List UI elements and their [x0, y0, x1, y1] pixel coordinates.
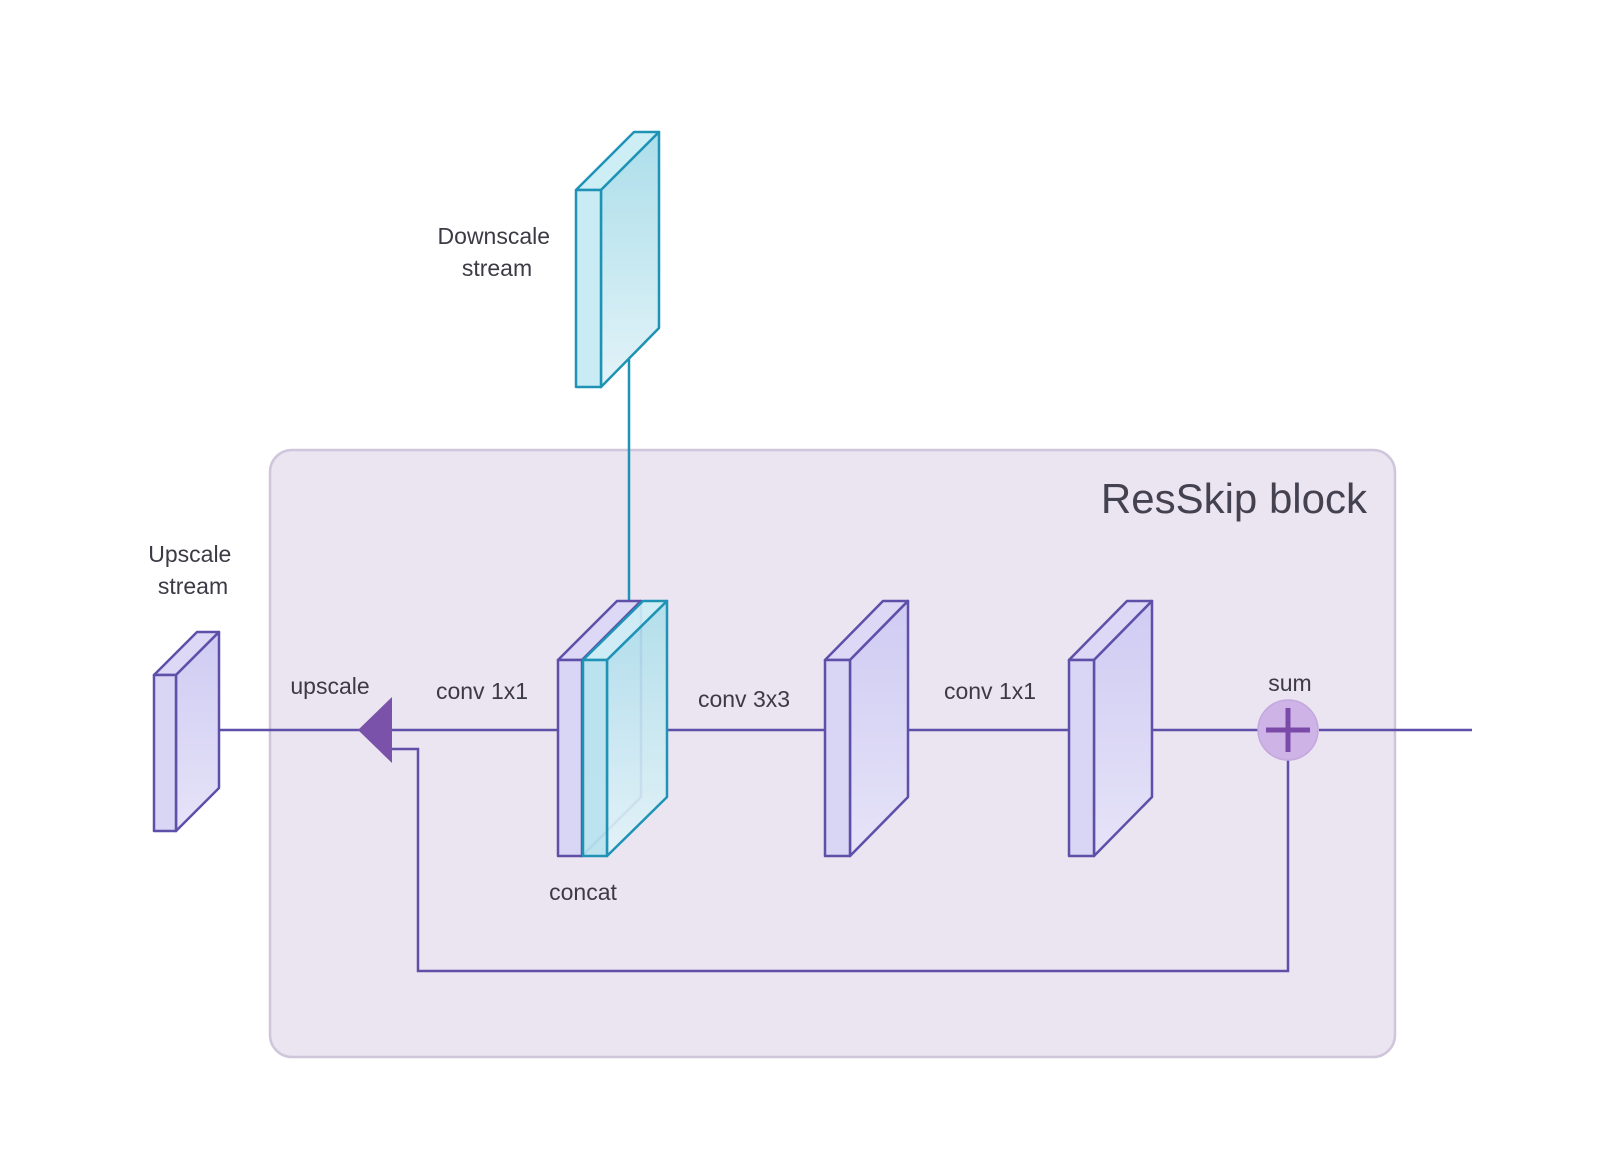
conv-1x1-right-label: conv 1x1 [944, 678, 1036, 704]
upscale-arrow-icon [358, 697, 392, 763]
upscale-op-label: upscale [290, 673, 369, 699]
concat-label: concat [549, 879, 617, 905]
conv1x1-layer [1067, 599, 1154, 858]
downscale-stream-layer [574, 130, 661, 389]
downscale-stream-label: Downscale stream [438, 223, 557, 281]
block-title: ResSkip block [1101, 475, 1368, 522]
upscale-stream-label-line2: stream [158, 573, 228, 599]
sum-icon [1257, 699, 1319, 761]
upscale-stream-label-line1: Upscale [148, 541, 231, 567]
conv-3x3-label: conv 3x3 [698, 686, 790, 712]
line-skip-connection [388, 747, 1290, 973]
concat-teal-slab [581, 599, 669, 858]
conv3x3-layer [823, 599, 910, 858]
connections [219, 728, 1472, 973]
upscale-stream-label: Upscale stream [148, 541, 238, 599]
concat-layer [556, 599, 669, 858]
upscale-stream-layer [152, 630, 221, 833]
downscale-stream-label-line2: stream [462, 255, 532, 281]
conv-1x1-left-label: conv 1x1 [436, 678, 528, 704]
downscale-stream-label-line1: Downscale [438, 223, 551, 249]
sum-label: sum [1268, 670, 1311, 696]
